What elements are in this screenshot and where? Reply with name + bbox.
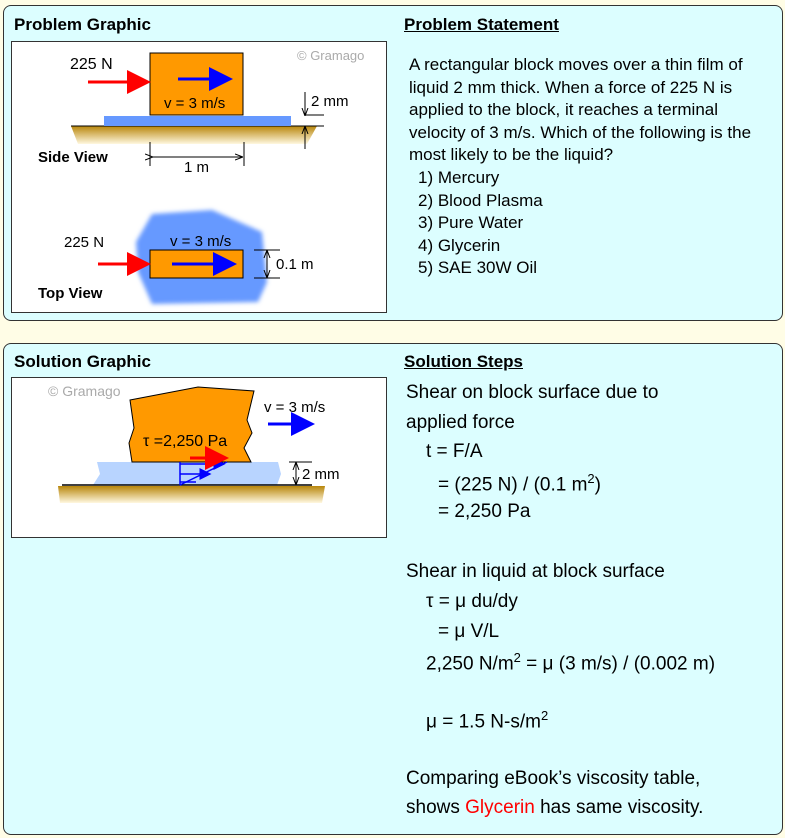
shear-label: τ =2,250 Pa [143,433,227,450]
step-line: applied force [406,412,515,433]
ground [58,486,325,503]
step-line: shows Glycerin has same viscosity. [406,797,703,819]
velocity-label-top: v = 3 m/s [170,233,231,250]
solution-graphic: © Gramago τ =2,250 Pa v = 3 m/s 2 mm [11,377,387,538]
thickness-label: 2 mm [302,466,340,483]
watermark: © Gramago [48,383,121,399]
watermark: © Gramago [297,48,364,63]
step-text: = (225 N) / (0.1 m [438,474,588,496]
problem-panel: Problem Graphic Problem Statement © Gram… [3,5,783,321]
option-mercury: 1) Mercury [418,167,500,187]
ground [71,126,317,144]
step-text: = μ (3 m/s) / (0.002 m) [520,653,716,675]
answer-highlight: Glycerin [465,797,535,818]
step-line: Shear on block surface due to [406,382,659,403]
option-sae-oil: 5) SAE 30W Oil [418,258,538,278]
superscript: 2 [540,708,549,723]
step-text: shows [406,797,466,818]
solution-steps-title: Solution Steps [404,352,523,371]
step-text: ) [594,474,601,496]
force-label-top: 225 N [64,234,104,251]
problem-statement: A rectangular block moves over a thin fi… [409,54,779,280]
step-line: Shear in liquid at block surface [406,561,665,582]
force-label: 225 N [70,56,113,73]
option-pure-water: 3) Pure Water [418,213,524,233]
problem-statement-title: Problem Statement [404,15,559,34]
statement-text: A rectangular block moves over a thin fi… [409,55,752,165]
top-view-label: Top View [38,285,103,302]
velocity-label: v = 3 m/s [164,95,225,112]
superscript: 2 [587,471,595,486]
solution-graphic-title: Solution Graphic [14,352,151,371]
step-text: has same viscosity. [534,797,704,818]
problem-diagram: © Gramago 225 N v = 3 m/s 2 mm 1 m Side … [38,48,364,304]
step-line: μ = 1.5 N-s/m2 [426,708,548,733]
length-label: 1 m [184,159,209,176]
step-text: μ = 1.5 N-s/m [426,711,541,733]
side-view-label: Side View [38,149,108,166]
step-line: = (225 N) / (0.1 m2) [438,471,601,496]
step-line: τ = μ du/dy [426,591,518,612]
liquid-film [104,116,291,126]
step-line: = 2,250 Pa [438,501,531,522]
option-glycerin: 4) Glycerin [418,235,501,255]
option-blood-plasma: 2) Blood Plasma [418,190,543,210]
step-line: = μ V/L [438,621,500,642]
superscript: 2 [513,650,521,665]
velocity-label: v = 3 m/s [264,399,325,416]
step-text: 2,250 N/m [426,653,514,675]
thickness-label: 2 mm [311,93,349,110]
step-line: Comparing eBook’s viscosity table, [406,768,701,789]
step-line: 2,250 N/m2 = μ (3 m/s) / (0.002 m) [426,650,715,675]
problem-graphic: © Gramago 225 N v = 3 m/s 2 mm 1 m Side … [11,41,387,313]
block [128,386,255,463]
solution-panel: Solution Graphic Solution Steps © Gramag… [3,343,783,835]
width-label: 0.1 m [276,256,314,273]
problem-graphic-title: Problem Graphic [14,15,151,34]
step-line: t = F/A [426,441,483,462]
solution-diagram: © Gramago τ =2,250 Pa v = 3 m/s 2 mm [48,383,340,503]
